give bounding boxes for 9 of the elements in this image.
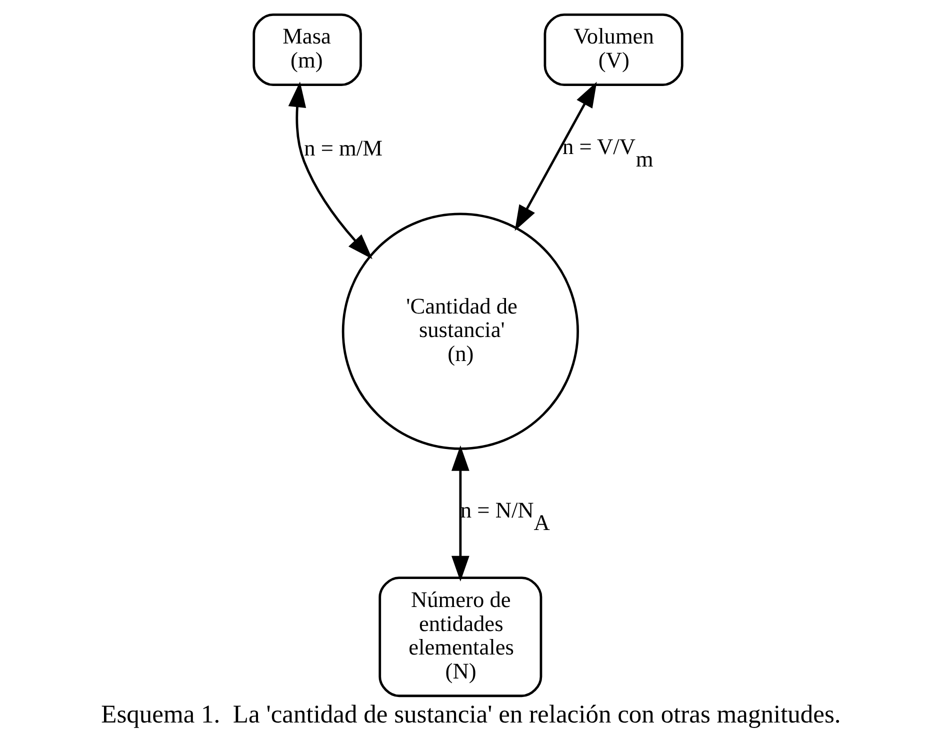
- node-box: Volumen (V): [544, 13, 684, 86]
- arrow: [514, 82, 597, 231]
- arrow: [451, 445, 470, 582]
- caption: Esquema 1. La 'cantidad de sustancia' en relación con otras magnitudes.: [101, 700, 841, 729]
- node-box: Número de entidades elementales (N): [378, 576, 542, 698]
- edge-label: n = m/M: [304, 135, 382, 160]
- node-box: Masa (m): [252, 13, 362, 86]
- arrow: [288, 82, 372, 260]
- node-circle: 'Cantidad de sustancia' (n): [342, 212, 579, 450]
